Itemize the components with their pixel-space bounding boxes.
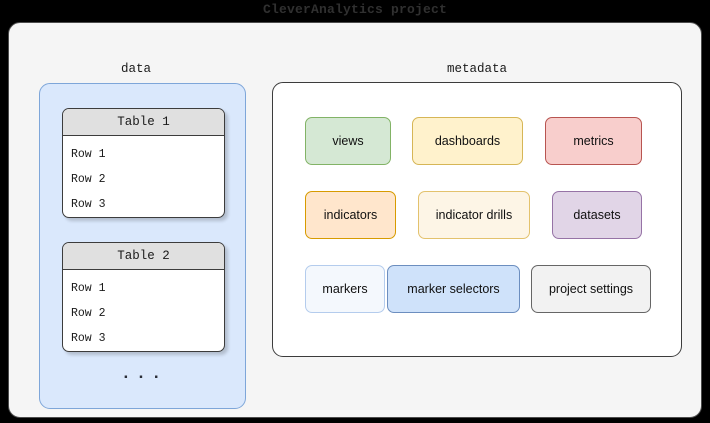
tile-label: metrics (573, 134, 614, 148)
tile-label: indicator drills (435, 208, 513, 222)
metadata-tile-views[interactable]: views (305, 117, 391, 165)
table-row: Row 3 (71, 198, 106, 211)
table-title: Table 2 (63, 243, 224, 270)
table-body: Row 1 Row 2 Row 3 (63, 270, 224, 351)
tile-label: datasets (573, 208, 621, 222)
metadata-section-label: metadata (446, 62, 507, 76)
tile-label: marker selectors (407, 282, 500, 296)
metadata-tile-markers[interactable]: markers (305, 265, 385, 313)
tile-label: project settings (548, 282, 634, 296)
tile-label: views (332, 134, 364, 148)
tile-label: indicators (323, 208, 378, 222)
ellipsis-indicator: ... (120, 365, 167, 384)
page-title: CleverAnalytics project (262, 2, 448, 17)
table-title: Table 1 (63, 109, 224, 136)
table-row: Row 1 (71, 148, 106, 161)
tile-label: dashboards (434, 134, 501, 148)
metadata-tile-indicator-drills[interactable]: indicator drills (418, 191, 530, 239)
metadata-tile-dashboards[interactable]: dashboards (412, 117, 523, 165)
table-card[interactable]: Table 1 Row 1 Row 2 Row 3 (62, 108, 225, 218)
project-container: data Table 1 Row 1 Row 2 Row 3 Table 2 R… (8, 22, 702, 418)
metadata-tile-datasets[interactable]: datasets (552, 191, 642, 239)
table-card[interactable]: Table 2 Row 1 Row 2 Row 3 (62, 242, 225, 352)
table-row: Row 3 (71, 332, 106, 345)
table-row: Row 2 (71, 173, 106, 186)
metadata-tile-metrics[interactable]: metrics (545, 117, 642, 165)
tile-label: markers (322, 282, 368, 296)
metadata-tile-indicators[interactable]: indicators (305, 191, 396, 239)
metadata-tile-project-settings[interactable]: project settings (531, 265, 651, 313)
data-panel: Table 1 Row 1 Row 2 Row 3 Table 2 Row 1 … (39, 83, 246, 409)
table-row: Row 1 (71, 282, 106, 295)
metadata-tile-marker-selectors[interactable]: marker selectors (387, 265, 520, 313)
table-body: Row 1 Row 2 Row 3 (63, 136, 224, 217)
metadata-panel: views dashboards metrics indicators indi… (272, 82, 682, 357)
data-section-label: data (120, 62, 151, 76)
table-row: Row 2 (71, 307, 106, 320)
